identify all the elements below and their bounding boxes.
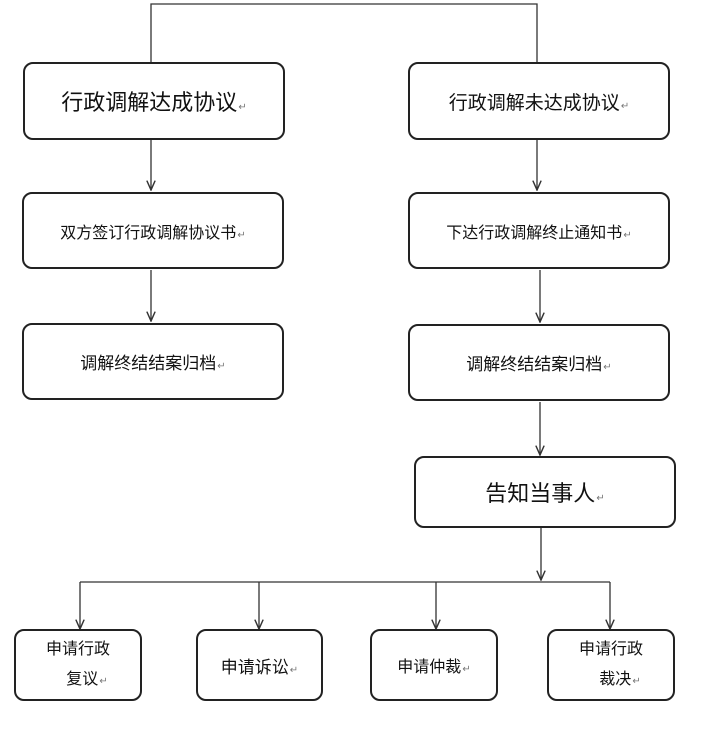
admin-review-label-line1: 申请行政 bbox=[45, 638, 110, 658]
admin-ruling-label-line2: 裁决↵ bbox=[599, 668, 641, 688]
notify-parties-label: 告知当事人↵ bbox=[485, 482, 605, 507]
termination-notice-label: 下达行政调解终止通知书↵ bbox=[446, 222, 632, 242]
sign-agreement-box: 双方签订行政调解协议书↵ bbox=[22, 192, 284, 269]
admin-review-box: 申请行政 复议↵ bbox=[14, 629, 142, 701]
agreement-reached-label: 行政调解达成协议↵ bbox=[61, 91, 247, 116]
agreement-not-reached-box: 行政调解未达成协议↵ bbox=[408, 62, 670, 140]
close-archive-left-label: 调解终结结案归档↵ bbox=[80, 354, 226, 374]
sign-agreement-label: 双方签订行政调解协议书↵ bbox=[60, 222, 246, 242]
close-archive-right-label: 调解终结结案归档↵ bbox=[466, 355, 612, 375]
litigation-label: 申请诉讼↵ bbox=[220, 657, 299, 678]
admin-ruling-label-line1: 申请行政 bbox=[578, 638, 643, 658]
notify-parties-box: 告知当事人↵ bbox=[414, 456, 676, 528]
admin-review-label-line2: 复议↵ bbox=[66, 668, 108, 688]
close-archive-right-box: 调解终结结案归档↵ bbox=[408, 324, 670, 401]
agreement-reached-box: 行政调解达成协议↵ bbox=[23, 62, 285, 140]
top-bracket-line bbox=[150, 3, 538, 62]
termination-notice-box: 下达行政调解终止通知书↵ bbox=[408, 192, 670, 269]
admin-ruling-box: 申请行政 裁决↵ bbox=[547, 629, 675, 701]
arbitration-label: 申请仲裁↵ bbox=[397, 657, 471, 676]
arbitration-box: 申请仲裁↵ bbox=[370, 629, 498, 701]
litigation-box: 申请诉讼↵ bbox=[196, 629, 323, 701]
agreement-not-reached-label: 行政调解未达成协议↵ bbox=[448, 91, 630, 114]
close-archive-left-box: 调解终结结案归档↵ bbox=[22, 323, 284, 400]
